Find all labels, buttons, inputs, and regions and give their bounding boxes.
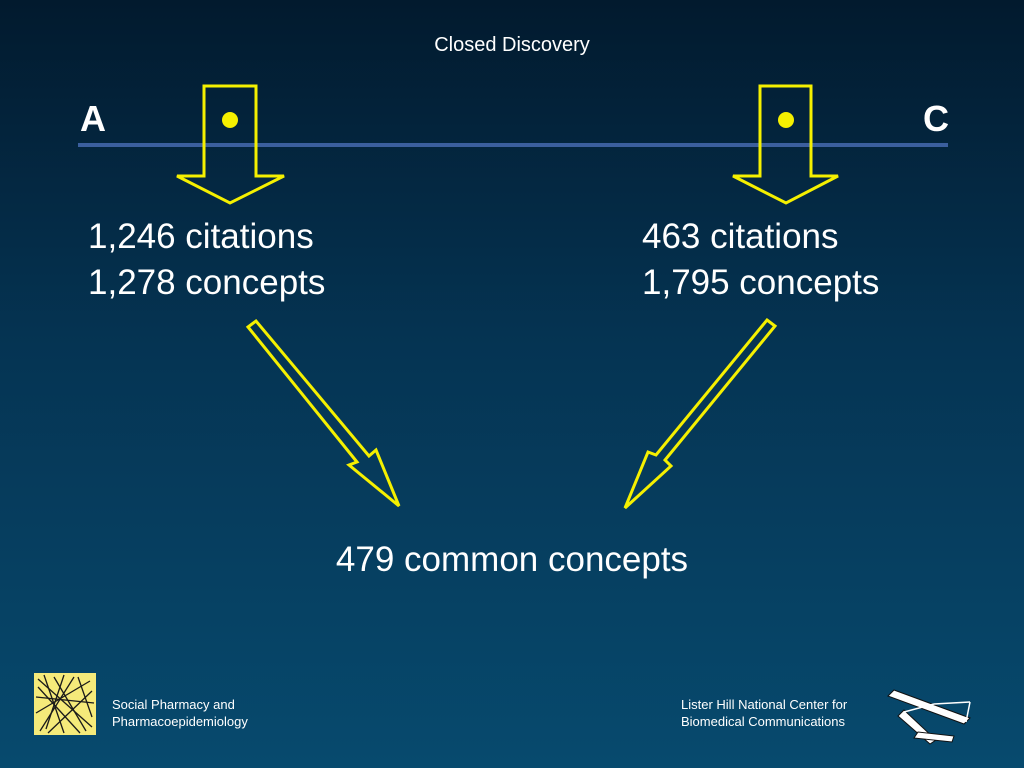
right-diagonal-arrow-icon xyxy=(623,317,778,510)
left-citations: 1,246 citations xyxy=(88,217,314,256)
footer-left-line1: Social Pharmacy and xyxy=(112,697,235,712)
left-concepts: 1,278 concepts xyxy=(88,263,326,302)
footer-right-text: Lister Hill National Center for Biomedic… xyxy=(681,696,847,730)
yellow-hatched-logo-icon xyxy=(34,673,96,735)
right-down-arrow-icon xyxy=(732,84,839,205)
connecting-line xyxy=(78,143,948,147)
slide-title: Closed Discovery xyxy=(434,34,590,56)
left-stats: 1,246 citations 1,278 concepts xyxy=(88,214,325,306)
lhncbc-logo-icon xyxy=(884,686,976,751)
common-concepts-result: 479 common concepts xyxy=(335,540,689,579)
right-citations: 463 citations xyxy=(642,217,839,256)
left-dot-icon xyxy=(222,112,238,128)
right-stats: 463 citations 1,795 concepts xyxy=(642,214,879,306)
right-dot-icon xyxy=(778,112,794,128)
left-down-arrow-icon xyxy=(176,84,285,205)
label-a: A xyxy=(80,98,106,139)
label-c: C xyxy=(923,98,949,139)
right-concepts: 1,795 concepts xyxy=(642,263,880,302)
left-diagonal-arrow-icon xyxy=(245,318,401,508)
footer-left-text: Social Pharmacy and Pharmacoepidemiology xyxy=(112,696,248,730)
footer-right-line2: Biomedical Communications xyxy=(681,714,846,729)
footer-right-line1: Lister Hill National Center for xyxy=(681,697,848,712)
footer-left-line2: Pharmacoepidemiology xyxy=(112,714,248,729)
